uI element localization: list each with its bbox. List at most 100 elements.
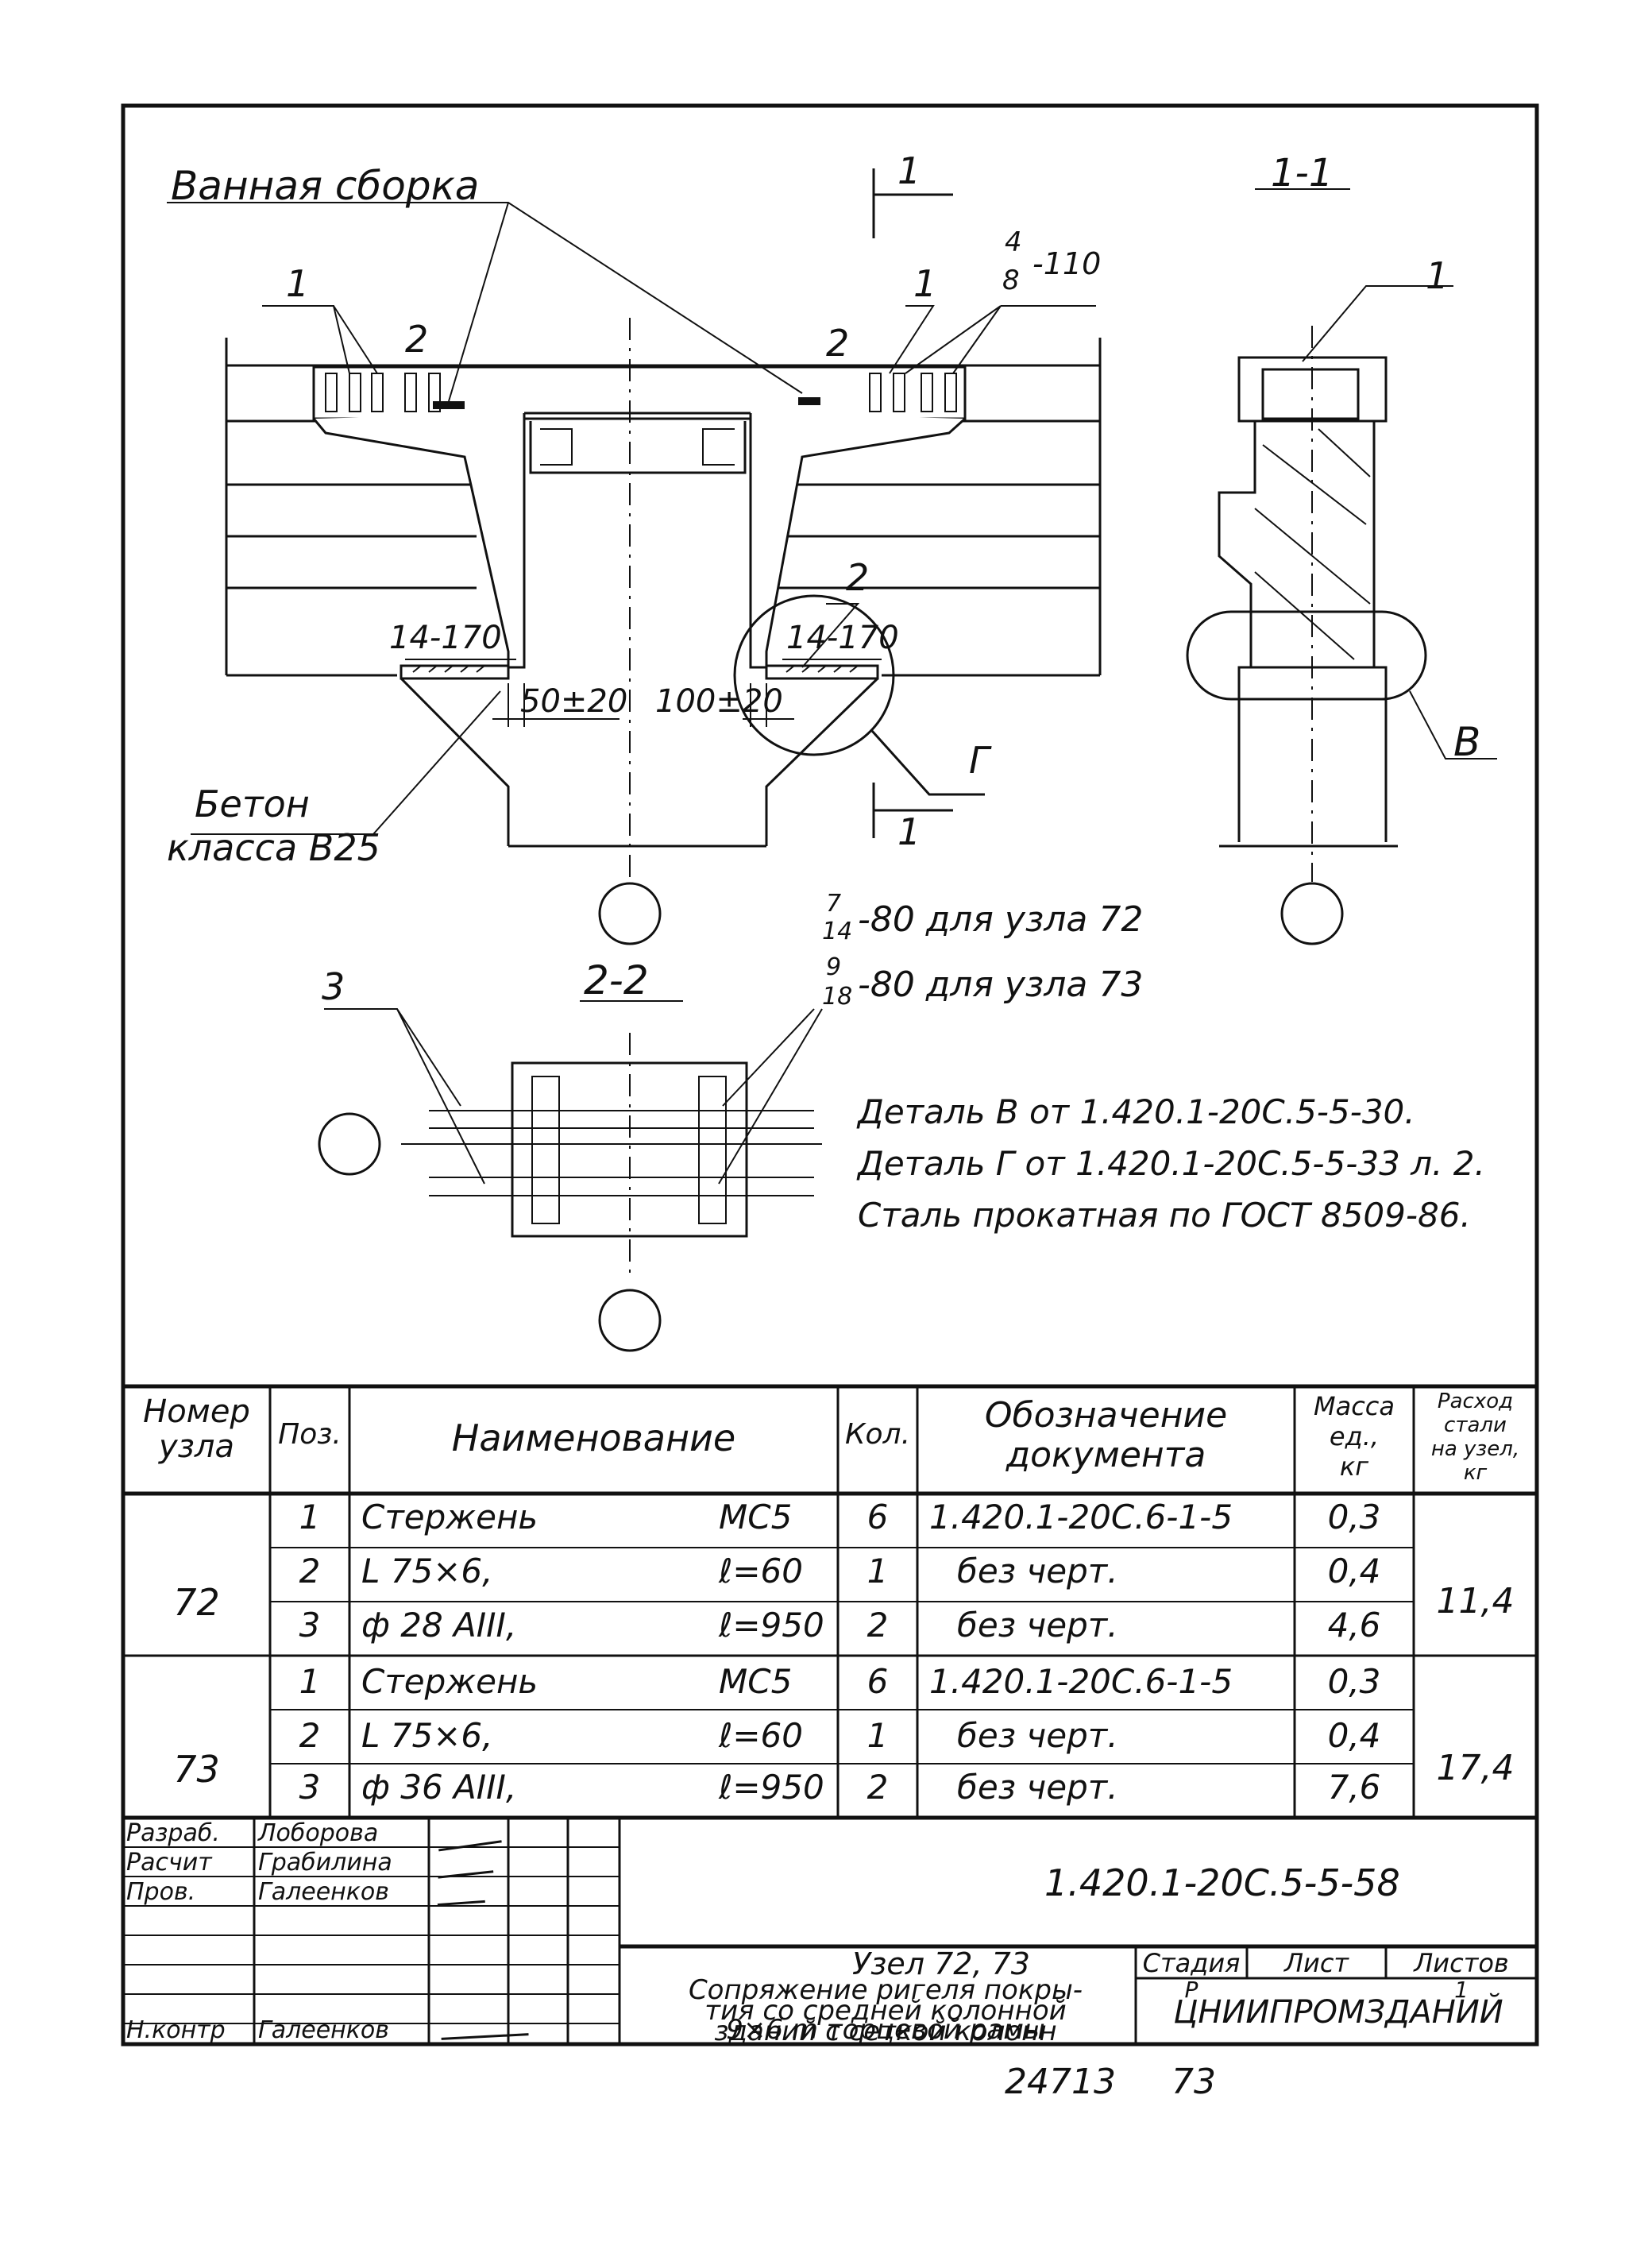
dim-100-20: 100±20 (655, 683, 783, 720)
callout-48-suffix: -110 (1032, 246, 1102, 281)
name-3: Галеенков (258, 1878, 389, 1906)
name-1: Лоборова (258, 1819, 379, 1847)
callout-1-left: 1 (286, 262, 310, 305)
qty: 2 (867, 1606, 889, 1645)
spec-table: Номер узла Поз. Наименование Кол. Обозна… (123, 1386, 1537, 1818)
mass: 4,6 (1327, 1606, 1381, 1645)
callout-2-left: 2 (405, 318, 429, 361)
spec-table-grid (123, 1384, 1537, 1820)
qty: 2 (867, 1768, 889, 1807)
callout-8-bottom: 8 (1002, 265, 1020, 296)
frac-18-bottom: 18 (822, 983, 853, 1011)
spec: МС5 (719, 1662, 793, 1701)
role-1: Разраб. (126, 1819, 220, 1847)
header-doc: Обозначение документа (917, 1396, 1295, 1475)
frac-9-top: 9 (826, 953, 842, 981)
archive-number: 24713 (1005, 2062, 1116, 2102)
name: L 75×6, (361, 1716, 493, 1755)
header-node-1: Номер (143, 1393, 250, 1430)
header-steel: Расход стали на узел, кг (1414, 1390, 1537, 1485)
role-2: Расчит (126, 1849, 212, 1877)
callout-4-top: 4 (1005, 226, 1022, 258)
header-steel-4: кг (1463, 1461, 1488, 1485)
doc-code: 1.420.1-20С.5-5-58 (1044, 1861, 1400, 1904)
callout-1-section: 1 (1426, 254, 1449, 297)
title-line-1: Узел 72, 73 (852, 1946, 1030, 1981)
note-1: Деталь В от 1.420.1-20С.5-5-30. (858, 1092, 1415, 1131)
title-line-5-visible: 9×6 m торцевой рамы (726, 2014, 1045, 2046)
header-name: Наименование (451, 1417, 736, 1459)
name: ф 36 АIII, (361, 1768, 517, 1807)
spec: ℓ=60 (719, 1716, 803, 1755)
mass: 7,6 (1327, 1768, 1381, 1807)
pos: 2 (299, 1552, 321, 1591)
mass: 0,3 (1327, 1498, 1381, 1536)
qty: 6 (867, 1498, 889, 1536)
callout-2-rib: 2 (846, 556, 870, 599)
title-block-grid (123, 1818, 1537, 2044)
section-2-2 (318, 1000, 823, 1352)
header-doc-2: документа (1005, 1435, 1206, 1475)
section-1-1-title: 1-1 (1271, 151, 1334, 195)
qty: 1 (867, 1716, 889, 1755)
section-mark-bottom: 1 (897, 810, 921, 853)
node-72: 72 (173, 1581, 220, 1624)
spec: ℓ=950 (719, 1768, 824, 1807)
name: L 75×6, (361, 1552, 493, 1591)
doc: без черт. (957, 1768, 1118, 1807)
pos: 1 (299, 1662, 321, 1701)
stage-header: Стадия (1142, 1948, 1241, 1978)
header-node: Номер узла (123, 1394, 270, 1464)
doc: без черт. (957, 1606, 1118, 1645)
section-mark-top: 1 (897, 149, 921, 192)
sheets-header: Листов (1414, 1948, 1509, 1978)
table-row: 2 L 75×6, ℓ=60 1 без черт. 0,4 (123, 1716, 1537, 1770)
table-row: 3 ф 28 АIII, ℓ=950 2 без черт. 4,6 (123, 1606, 1537, 1660)
note-2: Деталь Г от 1.420.1-20С.5-5-33 л. 2. (858, 1144, 1485, 1183)
callout-2-right: 2 (826, 322, 850, 365)
table-row: 1 Стержень МС5 6 1.420.1-20С.6-1-5 0,3 (123, 1498, 1537, 1552)
signature (435, 1849, 494, 1879)
name: Стержень (361, 1662, 538, 1701)
signature (435, 1818, 502, 1852)
doc: 1.420.1-20С.6-1-5 (929, 1498, 1233, 1536)
name: ф 28 АIII, (361, 1606, 517, 1645)
frac-918-text: -80 для узла 73 (858, 964, 1144, 1005)
callout-1-right: 1 (913, 262, 937, 305)
pos: 3 (299, 1606, 321, 1645)
role-7: Н.контр (126, 2016, 226, 2044)
header-node-2: узла (158, 1428, 235, 1465)
header-qty: Кол. (844, 1418, 911, 1451)
header-steel-1: Расход (1437, 1390, 1514, 1413)
mass: 0,4 (1327, 1716, 1381, 1755)
header-mass-1: Масса (1313, 1391, 1395, 1421)
pos: 2 (299, 1716, 321, 1755)
spec: ℓ=60 (719, 1552, 803, 1591)
page-number: 73 (1171, 2062, 1216, 2102)
name: Стержень (361, 1498, 538, 1536)
header-mass: Масса ед., кг (1295, 1391, 1414, 1482)
concrete-label-1: Бетон (195, 783, 310, 825)
section-2-2-title: 2-2 (584, 957, 649, 1003)
sheets-value: 1 (1454, 1977, 1469, 2003)
note-3: Сталь прокатная по ГОСТ 8509-86. (858, 1196, 1471, 1235)
mass: 0,4 (1327, 1552, 1381, 1591)
sheet-header: Лист (1283, 1948, 1349, 1978)
mass: 0,3 (1327, 1662, 1381, 1701)
section-1-1 (1186, 188, 1497, 945)
dim-50-20: 50±20 (520, 683, 628, 720)
header-pos: Поз. (278, 1418, 342, 1451)
detail-g-label: Г (969, 739, 990, 782)
table-row: 3 ф 36 АIII, ℓ=950 2 без черт. 7,6 (123, 1768, 1537, 1818)
detail-v-label: В (1453, 719, 1481, 765)
table-row: 1 Стержень МС5 6 1.420.1-20С.6-1-5 0,3 (123, 1662, 1537, 1716)
title-line-4: зданий с сеткой колонн (714, 2016, 1057, 2047)
title-line-3: тия со средней колонной (704, 1995, 1067, 2027)
role-3: Пров. (126, 1878, 196, 1906)
title-line-2: Сопряжение ригеля покры- (688, 1974, 1083, 2006)
header-steel-2: стали (1444, 1413, 1507, 1437)
qty: 1 (867, 1552, 889, 1591)
frac-714-text: -80 для узла 72 (858, 899, 1144, 940)
header-doc-1: Обозначение (984, 1395, 1228, 1436)
